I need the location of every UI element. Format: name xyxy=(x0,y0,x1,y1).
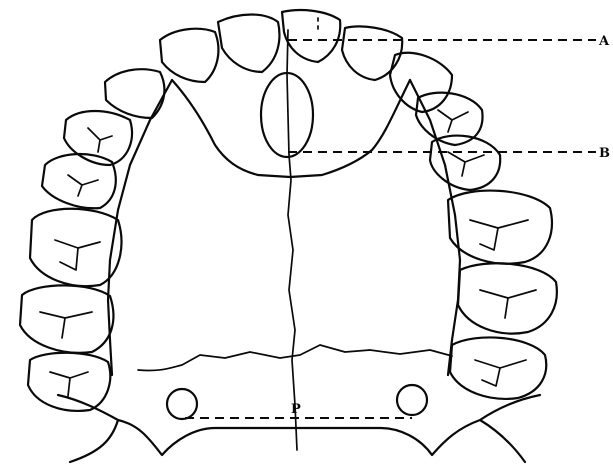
median-suture xyxy=(287,30,297,450)
label-p: P xyxy=(291,402,301,417)
tooth xyxy=(282,10,340,62)
tooth-fissure xyxy=(470,220,528,250)
tooth-fissure xyxy=(88,128,112,152)
tooth-fissure xyxy=(55,240,100,270)
tooth xyxy=(218,15,279,73)
tooth-fissure xyxy=(40,312,92,338)
tooth xyxy=(42,154,116,208)
right-fovea xyxy=(397,385,427,415)
tooth-fissure xyxy=(448,152,484,176)
label-b: B xyxy=(599,146,610,161)
palate-outline-right xyxy=(410,80,460,375)
tooth xyxy=(342,26,402,80)
tooth-fissure xyxy=(68,175,98,196)
posterior-palatal-line xyxy=(138,345,452,371)
tooth-fissure xyxy=(50,372,88,396)
label-a: A xyxy=(598,34,610,49)
tooth xyxy=(20,285,113,352)
tooth-fissure xyxy=(438,110,468,132)
tooth xyxy=(160,29,218,82)
right-teeth xyxy=(282,10,557,399)
left-fovea xyxy=(167,389,197,419)
left-teeth xyxy=(20,15,279,411)
tooth-fissure xyxy=(480,290,536,318)
palate-outline xyxy=(108,80,410,375)
tooth-fissure xyxy=(475,360,526,386)
